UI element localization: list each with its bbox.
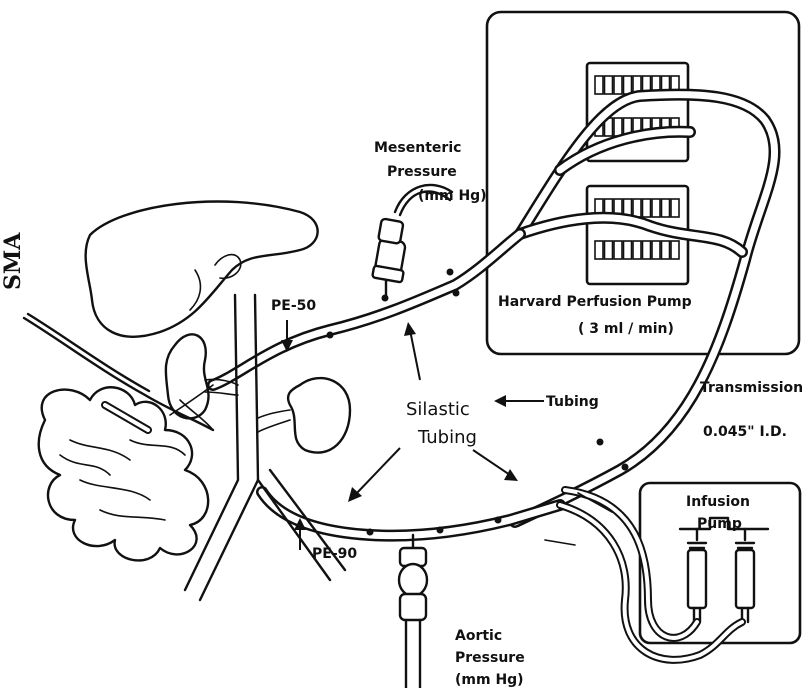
- aortic-transducer: [399, 535, 427, 688]
- roller-segment: [671, 241, 679, 259]
- transmission-label-3: 0.045" I.D.: [703, 424, 787, 440]
- roller-segment: [595, 241, 603, 259]
- pe50-label: PE-50: [271, 298, 316, 314]
- roller-segment: [643, 199, 651, 217]
- roller-segment: [595, 76, 603, 94]
- aortic-label-3: (mm Hg): [455, 672, 524, 688]
- roller-segment: [614, 241, 622, 259]
- liver: [86, 202, 318, 337]
- roller-segment: [633, 199, 641, 217]
- mesenteric-label-3: (mm Hg): [418, 188, 487, 204]
- transmission-label-1: Transmission: [700, 380, 803, 396]
- roller-segment: [652, 199, 660, 217]
- harvard-pump-rate-label: ( 3 ml / min): [578, 321, 674, 337]
- harvard-pump-label: Harvard Perfusion Pump: [498, 294, 692, 310]
- aortic-label-2: Pressure: [455, 650, 525, 666]
- infusion-label-2: Pump: [697, 516, 742, 532]
- roller-segment: [643, 241, 651, 259]
- mesenteric-label-1: Mesenteric: [374, 140, 461, 156]
- roller-segment: [614, 118, 622, 136]
- infusion-label-1: Infusion: [686, 494, 750, 510]
- roller-segment: [662, 199, 670, 217]
- roller-segment: [652, 241, 660, 259]
- right-syringe: [736, 529, 754, 622]
- roller-segment: [605, 241, 613, 259]
- left-syringe: [688, 529, 706, 622]
- aortic-label-1: Aortic: [455, 628, 502, 644]
- pe90-label: PE-90: [312, 546, 357, 562]
- transmission-label-2: Tubing: [546, 394, 599, 410]
- roller-segment: [605, 76, 613, 94]
- mesenteric-label-2: Pressure: [387, 164, 457, 180]
- anatomy: [24, 202, 350, 600]
- sma-symbol: SMA: [0, 232, 26, 290]
- silastic-label-1: Silastic: [406, 399, 470, 420]
- right-kidney: [288, 378, 350, 452]
- roller-segment: [633, 241, 641, 259]
- silastic-label-2: Tubing: [417, 427, 477, 448]
- roller-segment: [624, 76, 632, 94]
- roller-segment: [614, 76, 622, 94]
- roller-segment: [624, 241, 632, 259]
- roller-segment: [671, 199, 679, 217]
- roller-segment: [662, 241, 670, 259]
